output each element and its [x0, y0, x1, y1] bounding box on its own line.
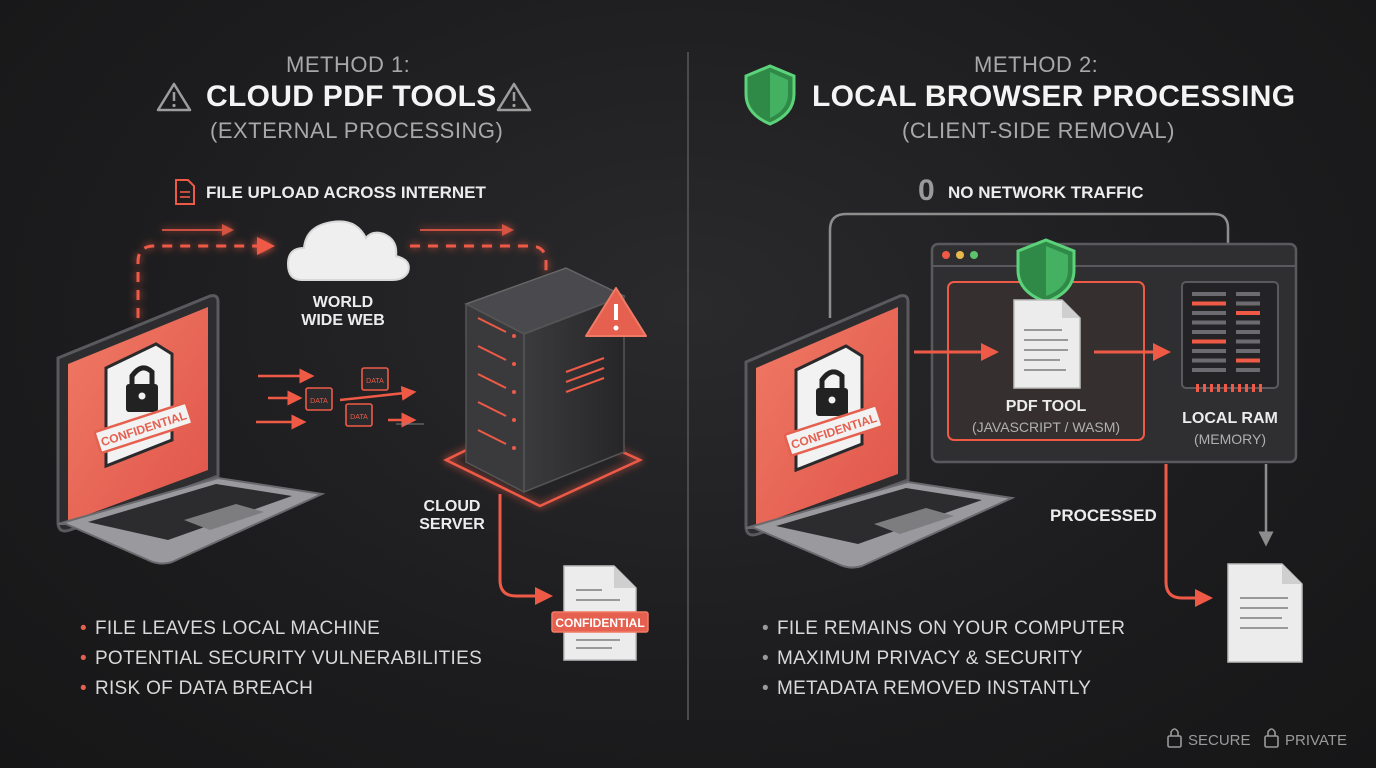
no-traffic-label: NO NETWORK TRAFFIC [948, 183, 1144, 202]
memory-cell [1236, 301, 1260, 306]
document-icon [175, 179, 195, 205]
memory-cell [1236, 292, 1260, 296]
lock-icon [1264, 728, 1279, 748]
memory-cell [1192, 358, 1226, 363]
memory-cell [1192, 339, 1226, 344]
memory-cell [1192, 311, 1226, 315]
lock-icon [1167, 728, 1182, 748]
svg-text:CONFIDENTIAL: CONFIDENTIAL [555, 616, 644, 630]
server-icon [464, 267, 626, 494]
warning-icon [156, 82, 192, 112]
document-icon [1013, 299, 1081, 389]
bypass-loop [828, 212, 1236, 318]
processed-label: PROCESSED [1050, 506, 1157, 525]
memory-icon [1181, 281, 1279, 392]
memory-cell [1236, 368, 1260, 372]
data-packet: DATA [345, 403, 373, 427]
memory-cell [1192, 349, 1226, 353]
benefit-bullet-text: FILE REMAINS ON YOUR COMPUTER [776, 618, 1126, 639]
benefit-bullet: •FILE REMAINS ON YOUR COMPUTER [762, 618, 1126, 639]
risk-bullet-text: POTENTIAL SECURITY VULNERABILITIES [94, 648, 483, 669]
method-2-heading: METHOD 2: [974, 52, 1099, 77]
memory-cell [1192, 292, 1226, 296]
secure-tag: SECURE [1188, 732, 1251, 749]
server-label-line1: CLOUD [423, 498, 481, 515]
memory-cell [1236, 311, 1260, 315]
processed-arrow [1164, 464, 1213, 607]
laptop-icon [56, 294, 326, 565]
warning-icon [496, 82, 532, 112]
local-processing-subtitle: (CLIENT-SIDE REMOVAL) [902, 118, 1175, 143]
svg-text:DATA: DATA [366, 378, 384, 385]
risk-bullet: •RISK OF DATA BREACH [80, 678, 314, 699]
memory-cell [1192, 368, 1226, 372]
pdf-tool-sublabel: (JAVASCRIPT / WASM) [971, 419, 1121, 435]
memory-cell [1236, 358, 1260, 363]
output-arrow [498, 494, 553, 605]
traffic-count: 0 [918, 174, 935, 207]
benefit-bullet: •MAXIMUM PRIVACY & SECURITY [762, 648, 1083, 669]
risk-bullet-text: FILE LEAVES LOCAL MACHINE [94, 618, 381, 639]
cloud-icon [286, 220, 410, 281]
memory-cell [1192, 320, 1226, 325]
local-ram-label: LOCAL RAM [1182, 410, 1278, 427]
method-1-heading: METHOD 1: [286, 52, 411, 77]
svg-text:DATA: DATA [350, 414, 368, 421]
shield-icon [1016, 238, 1076, 304]
benefit-bullet-text: METADATA REMOVED INSTANTLY [776, 678, 1092, 699]
warning-icon [585, 287, 647, 337]
risk-bullet: •FILE LEAVES LOCAL MACHINE [80, 618, 381, 639]
data-packet: DATA [361, 367, 389, 391]
upload-path [136, 224, 555, 318]
svg-text:DATA: DATA [310, 398, 328, 405]
cloud-label-line2: WIDE WEB [301, 312, 385, 329]
private-tag: PRIVATE [1285, 732, 1347, 749]
server-label-line2: SERVER [419, 516, 485, 533]
cloud-label-line1: WORLD [312, 294, 374, 311]
data-packet: DATA [305, 387, 333, 411]
server-label: CLOUD SERVER [414, 498, 490, 534]
lock-icon [126, 365, 158, 412]
risk-bullet-text: RISK OF DATA BREACH [94, 678, 314, 699]
confidential-stamp: CONFIDENTIAL [551, 611, 649, 633]
cloud-tools-title: CLOUD PDF TOOLS [206, 80, 497, 113]
memory-cell [1192, 301, 1226, 306]
memory-cell [1192, 330, 1226, 334]
memory-cell [1236, 330, 1260, 334]
shield-icon [744, 64, 796, 126]
risk-bullet: •POTENTIAL SECURITY VULNERABILITIES [80, 648, 483, 669]
benefit-bullet-text: MAXIMUM PRIVACY & SECURITY [776, 648, 1083, 669]
data-stream [256, 368, 424, 430]
lock-icon [816, 369, 848, 416]
cloud-tools-subtitle: (EXTERNAL PROCESSING) [210, 118, 504, 143]
pdf-tool-label: PDF TOOL [1005, 398, 1087, 415]
local-processing-title: LOCAL BROWSER PROCESSING [812, 80, 1296, 113]
cloud-label: WORLD WIDE WEB [300, 294, 386, 330]
document-icon [1227, 563, 1303, 663]
local-ram-sublabel: (MEMORY) [1193, 431, 1267, 447]
memory-cell [1236, 349, 1260, 353]
benefit-bullet: •METADATA REMOVED INSTANTLY [762, 678, 1092, 699]
memory-cell [1236, 320, 1260, 325]
memory-cell [1236, 339, 1260, 344]
upload-label: FILE UPLOAD ACROSS INTERNET [206, 183, 486, 202]
